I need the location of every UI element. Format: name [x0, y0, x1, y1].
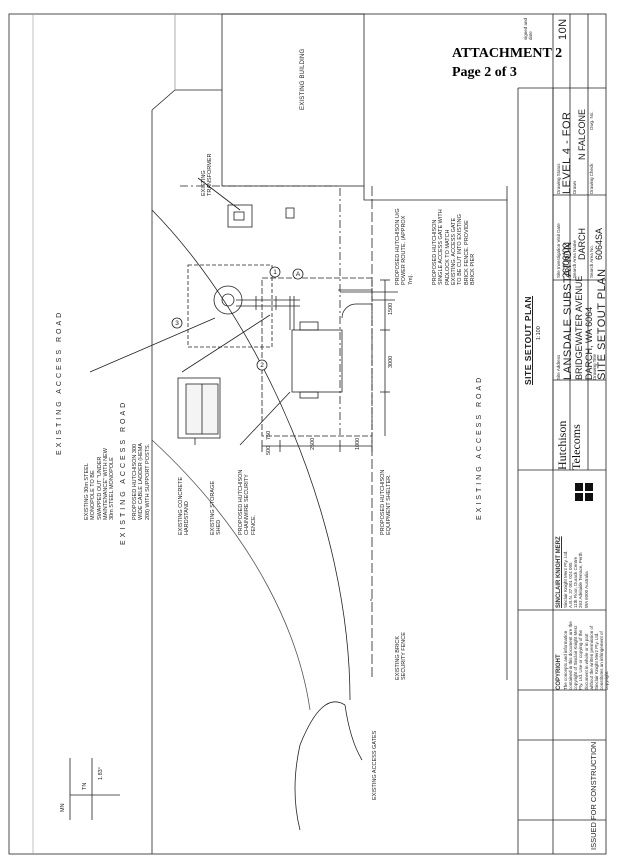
label-road-right: EXISTING ACCESS ROAD: [476, 374, 483, 520]
site-boundary-top: [363, 186, 507, 201]
marker-1-text: 1: [273, 269, 277, 276]
hutchison-logo-mark: [575, 483, 593, 501]
monopole-compound: [187, 264, 273, 348]
north-label-mn: MN: [60, 803, 66, 812]
company-block: SINCLAIR KNIGHT MERZ Sinclair Knight Mer…: [556, 536, 589, 608]
drawing-title: SITE SETOUT PLAN: [596, 268, 608, 380]
access-gate-arc-1: [299, 701, 346, 746]
revision: 10N: [557, 18, 569, 40]
search-no: 6064SA: [594, 227, 604, 260]
transformer-outline: [227, 204, 253, 228]
north-label-tn: TN: [82, 782, 88, 790]
dimension-500: 500: [266, 445, 272, 455]
drawn-label: Drawn: [572, 180, 577, 194]
address-line-1: BRIDGEWATER AVENUE: [574, 275, 584, 380]
existing-building-outline: [221, 13, 365, 187]
marker-2-circle: [256, 359, 268, 371]
marker-1-circle: [269, 266, 281, 278]
visit-date: 26/06/02: [561, 242, 571, 278]
check-label: Drawing Check: [589, 163, 594, 194]
road-corner: [151, 89, 176, 111]
plan-title: SITE SETOUT PLAN: [523, 295, 533, 385]
marker-3-circle: [171, 317, 183, 329]
issued-for-construction: ISSUED FOR CONSTRUCTION: [589, 741, 598, 850]
search-area: DARCH: [577, 227, 587, 260]
dimension-1500: 1500: [388, 302, 394, 315]
hardstand-outline: [177, 377, 221, 439]
marker-3-text: 3: [175, 320, 179, 327]
leader-transformer: [197, 177, 241, 211]
marker-a-circle: [292, 268, 304, 280]
dimension-1000: 1000: [355, 437, 361, 450]
dimension-2500: 2500: [310, 437, 316, 450]
security-fence-line: [261, 277, 373, 437]
attachment-title: ATTACHMENT 2: [452, 46, 563, 61]
site-address-label: Site Address: [556, 354, 561, 380]
drawn-by: N FALCONE: [577, 108, 587, 160]
label-access-gates: EXISTING ACCESS GATES: [372, 730, 378, 800]
equipment-shelter-outline: [291, 329, 343, 393]
marker-a-text: A: [296, 271, 301, 278]
leader-monopole: [89, 317, 216, 373]
plan-scale: 1:100: [536, 326, 542, 340]
dwg-no-label: Dwg. No.: [589, 111, 594, 130]
dimension-3000: 3000: [388, 355, 394, 368]
north-declination: 1.83°: [98, 767, 104, 780]
attachment-page: Page 2 of 3: [452, 65, 517, 80]
label-road-left: EXISTING ACCESS ROAD: [56, 309, 63, 455]
dimension-750: 750: [266, 430, 272, 440]
site-arc: [151, 209, 351, 701]
label-road-bottom: EXISTING ACCESS ROAD: [120, 399, 127, 545]
marker-2-text: 2: [260, 362, 264, 369]
label-existing-building: EXISTING BUILDING: [300, 48, 306, 110]
